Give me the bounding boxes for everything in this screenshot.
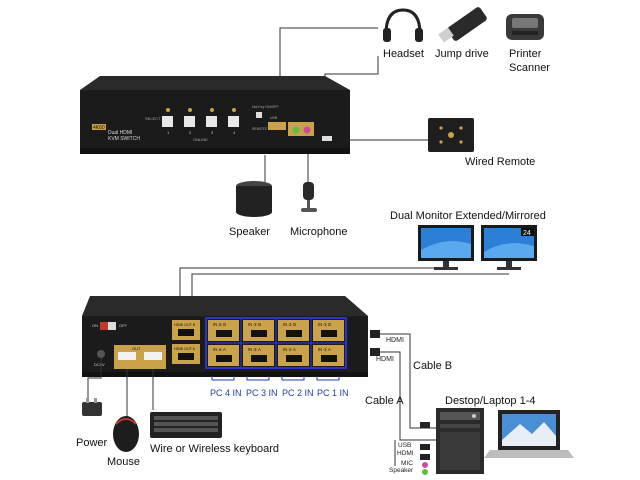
cable-hdmi-label-3: HDMI: [397, 450, 414, 457]
cable-hdmi-label-2: HDMI: [376, 356, 394, 363]
dc-label: DC5V: [94, 362, 105, 367]
mic-plug: [422, 462, 428, 468]
usb-label: USB: [270, 116, 278, 120]
laptop-icon: [484, 410, 574, 458]
port-2a-socket: [286, 355, 302, 362]
in-label-4a: IN ④ A: [213, 347, 226, 352]
port-1a-socket: [321, 355, 337, 362]
cable-usb-label: USB: [398, 442, 411, 449]
power-label: Power: [76, 437, 108, 449]
speaker-jack: [292, 126, 300, 134]
hdmi-out-a-label: HDMI OUT A: [174, 347, 196, 351]
port-3a-socket: [251, 355, 267, 362]
cable-a-label: Cable A: [365, 395, 404, 407]
port-4a-socket: [216, 355, 232, 362]
bottom-peripheral-cables: [87, 358, 154, 420]
cable-hdmi-label-1: HDMI: [386, 337, 404, 344]
in-label-1b: IN ① B: [318, 322, 331, 327]
model-badge-bg: [92, 124, 106, 130]
dc-jack: [97, 350, 105, 358]
monitor-left-icon: [418, 225, 474, 270]
keyboard-label: Wire or Wireless keyboard: [150, 443, 279, 455]
select-label: SELECT: [145, 116, 161, 121]
port-3b-socket: [251, 330, 267, 337]
jump-drive-icon: [438, 7, 487, 43]
port-4b-socket: [216, 330, 232, 337]
monitor-right-icon: 24: [481, 225, 537, 270]
pc-2-in-label: PC 2 IN: [282, 388, 314, 398]
hotkey-label: Hot Key ON/OFF: [252, 105, 279, 109]
hdmi-plug-a: [370, 348, 380, 356]
port-4-button[interactable]: [228, 116, 239, 127]
mic-jack: [303, 126, 311, 134]
pc-4-in-label: PC 4 IN: [210, 388, 242, 398]
off-label: OFF: [119, 323, 128, 328]
speaker-icon: [236, 181, 272, 217]
printer-icon: [506, 14, 544, 40]
in-label-1a: IN ① A: [318, 347, 331, 352]
in-label-3b: IN ③ B: [248, 322, 261, 327]
computers-title: Destop/Laptop 1-4: [445, 395, 536, 407]
on-label: ON: [92, 323, 98, 328]
device-title-line1: Dual HDMI: [108, 130, 132, 136]
device-title-line2: KVM SWITCH: [108, 136, 140, 142]
microphone-label: Microphone: [290, 226, 347, 238]
usb-out-label: OUT: [132, 346, 141, 351]
in-label-3a: IN ③ A: [248, 347, 261, 352]
port-3-button[interactable]: [206, 116, 217, 127]
printer-label-line1: Printer: [509, 48, 542, 60]
monitor-cables: [179, 267, 509, 300]
speaker-plug: [422, 469, 428, 475]
hdmi-out-b-label: HDMI OUT B: [174, 323, 196, 327]
model-badge: 4K60: [93, 125, 105, 131]
usb-port-block: [268, 122, 286, 130]
mouse-label: Mouse: [107, 456, 140, 468]
port-number-2: 2: [189, 130, 192, 135]
port-1b-socket: [321, 330, 337, 337]
port-number-1: 1: [167, 130, 170, 135]
keyboard-icon: [150, 412, 222, 438]
port-number-4: 4: [233, 130, 236, 135]
jump-drive-label: Jump drive: [435, 48, 489, 60]
port-number-3: 3: [211, 130, 214, 135]
online-label: ONLINE: [193, 137, 208, 142]
in-label-4b: IN ④ B: [213, 322, 226, 327]
computer-connector-stack: [420, 422, 430, 475]
headset-icon: [383, 8, 423, 42]
in-label-2a: IN ② A: [283, 347, 296, 352]
cable-speaker-label: Speaker: [389, 467, 414, 474]
pc-3-in-label: PC 3 IN: [246, 388, 278, 398]
port-buttons: 1 2 3 4 ONLINE: [162, 108, 239, 142]
usb-port-2: [144, 352, 162, 360]
port-1-button[interactable]: [162, 116, 173, 127]
top-kvm-switch: 4K60 Dual HDMI KVM SWITCH SELECT 1 2 3 4…: [80, 76, 350, 154]
monitors-title: Dual Monitor Extended/Mirrored: [390, 210, 546, 222]
wired-remote-label: Wired Remote: [465, 156, 535, 168]
printer-label-line2: Scanner: [509, 62, 550, 74]
hotkey-button[interactable]: [256, 112, 262, 118]
mouse-icon: [113, 416, 139, 452]
hdmi-plugs: [370, 330, 380, 356]
port-2-button[interactable]: [184, 116, 195, 127]
cable-mic-label: MIC: [401, 460, 413, 467]
remote-label: REMOTE: [252, 127, 268, 131]
usb-port-1: [118, 352, 136, 360]
port-2b-socket: [286, 330, 302, 337]
speaker-label: Speaker: [229, 226, 270, 238]
pc-input-labels: PC 4 IN PC 3 IN PC 2 IN PC 1 IN: [210, 376, 349, 398]
power-adapter-icon: [82, 398, 102, 416]
input-ports-grid: IN ④ B IN ③ B IN ② B IN ① B IN ④ A IN ③ …: [205, 317, 347, 369]
cable-b-label: Cable B: [413, 360, 452, 372]
pc-1-in-label: PC 1 IN: [317, 388, 349, 398]
in-label-2b: IN ② B: [283, 322, 296, 327]
wired-remote-icon: [428, 118, 474, 152]
monitor-badge: 24: [523, 230, 531, 237]
remote-port: [322, 136, 332, 141]
headset-label: Headset: [383, 48, 424, 60]
desktop-tower-icon: [436, 408, 484, 474]
hdmi-plug-b: [370, 330, 380, 338]
microphone-icon: [301, 182, 317, 212]
